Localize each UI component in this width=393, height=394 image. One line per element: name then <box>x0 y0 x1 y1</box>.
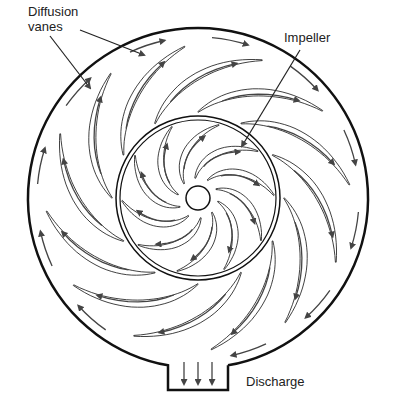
flow-arrow <box>197 362 198 384</box>
flow-arrow <box>94 97 101 174</box>
diffusion-vanes <box>46 46 350 350</box>
flow-arrows <box>38 38 359 384</box>
flow-arrow <box>141 173 166 203</box>
diffusion-vane <box>211 241 275 350</box>
impeller-hub <box>186 186 210 210</box>
diffusion-vane <box>89 73 113 198</box>
flow-arrow <box>159 294 225 333</box>
impeller-blades <box>122 125 275 272</box>
part-label: Discharge <box>246 374 336 389</box>
flow-arrow <box>184 136 205 169</box>
flow-arrow <box>232 268 270 334</box>
flow-arrow <box>294 170 333 236</box>
flow-arrow <box>344 130 356 165</box>
diffusion-vane <box>272 155 336 263</box>
flow-arrow <box>97 295 174 302</box>
impeller-blade <box>135 156 181 208</box>
flow-arrow <box>157 230 193 245</box>
diffusion-vane <box>284 198 308 323</box>
flow-arrow <box>221 175 259 185</box>
diffusion-vane <box>46 211 155 275</box>
impeller-blade <box>158 126 179 194</box>
leader-line <box>50 36 90 88</box>
flow-arrow <box>230 194 255 224</box>
pump-casing <box>28 28 368 390</box>
part-label: Impeller <box>284 30 374 45</box>
diffusion-vane <box>198 89 323 113</box>
flow-arrow <box>183 362 184 384</box>
impeller-blade <box>207 169 274 196</box>
flow-arrow <box>204 152 240 167</box>
flow-arrow <box>232 344 267 356</box>
flow-arrow <box>130 41 165 53</box>
diffusion-vane <box>73 284 198 308</box>
impeller-blade <box>216 188 262 240</box>
flow-arrow <box>66 78 90 105</box>
leader-line <box>242 50 300 146</box>
flow-arrow <box>351 212 358 248</box>
flow-arrow <box>78 306 105 330</box>
flow-arrow <box>41 232 53 267</box>
flow-arrow <box>290 66 317 90</box>
leader-line <box>80 30 144 55</box>
flow-arrow <box>226 213 232 252</box>
flow-arrow <box>295 222 302 299</box>
flow-arrow <box>126 62 164 128</box>
impeller-blade <box>218 201 239 270</box>
impeller-blade <box>122 200 189 227</box>
flow-arrow <box>192 227 213 260</box>
flow-arrow <box>170 63 236 102</box>
part-label: Diffusion vanes <box>28 4 100 34</box>
flow-arrow <box>164 144 170 183</box>
flow-arrow <box>137 211 175 221</box>
flow-arrow <box>62 232 128 270</box>
flow-arrow <box>268 126 334 164</box>
flow-arrow <box>306 290 330 317</box>
leader-lines <box>50 30 300 146</box>
impeller-shroud <box>116 116 280 280</box>
diffusion-vane <box>241 121 350 185</box>
flow-arrow <box>38 148 45 184</box>
flow-arrow <box>63 159 102 225</box>
diffusion-vane <box>121 46 185 155</box>
flow-arrow <box>211 362 212 384</box>
flow-arrow <box>222 94 299 101</box>
impeller-shroud <box>120 120 276 276</box>
flow-arrow <box>212 38 248 45</box>
